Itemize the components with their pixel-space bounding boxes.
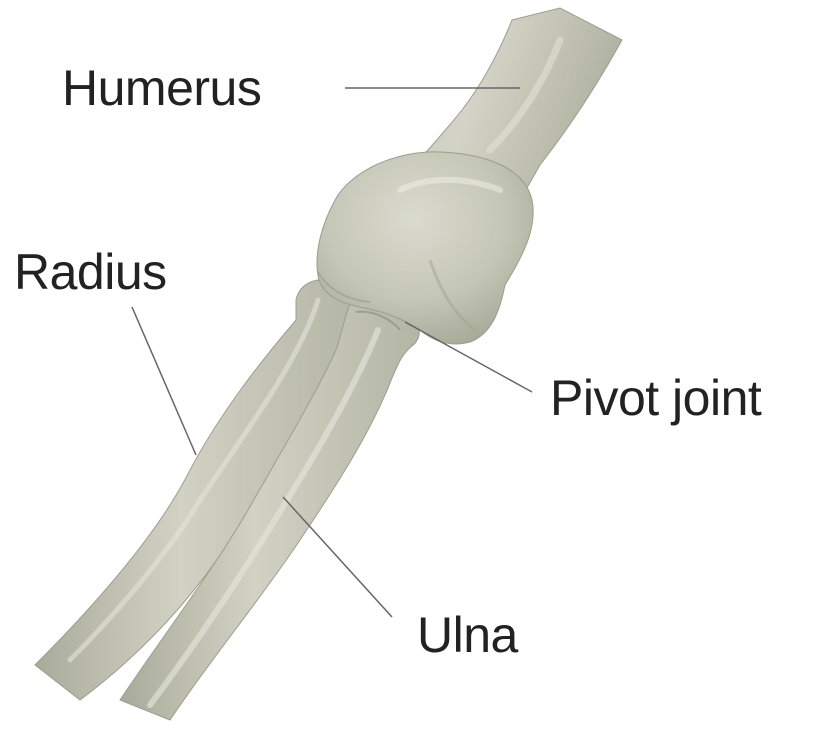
radius-leader-line	[132, 307, 196, 455]
humerus-bone	[317, 8, 622, 344]
humerus-label: Humerus	[62, 63, 261, 113]
radius-label: Radius	[14, 247, 167, 297]
pivot-joint-label: Pivot joint	[550, 373, 761, 423]
ulna-leader-line	[283, 497, 392, 617]
ulna-label: Ulna	[417, 610, 518, 660]
